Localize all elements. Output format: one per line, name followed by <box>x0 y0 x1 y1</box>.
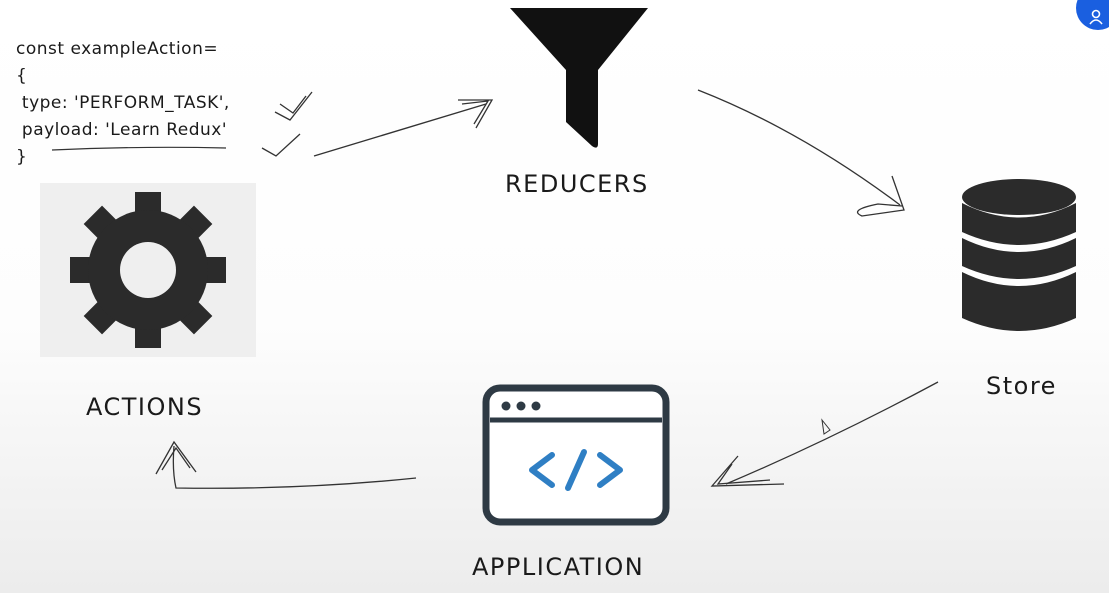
gear-icon <box>70 192 226 348</box>
code-line: type: 'PERFORM_TASK', <box>16 93 230 113</box>
arrow-to-store <box>697 89 905 217</box>
application-label: APPLICATION <box>472 553 645 581</box>
check-mark-icon <box>261 133 301 157</box>
browser-code-icon <box>482 384 670 526</box>
arrow-to-reducers <box>313 99 494 157</box>
arrow-to-actions <box>155 440 417 489</box>
check-mark-icon <box>274 91 313 121</box>
code-line: { <box>16 66 28 86</box>
code-line: payload: 'Learn Redux' <box>16 120 228 140</box>
funnel-icon <box>510 8 648 148</box>
code-line: } <box>16 147 28 167</box>
underline-mark <box>51 146 227 151</box>
action-code-snippet: const exampleAction= { type: 'PERFORM_TA… <box>16 36 230 171</box>
arrow-to-application <box>710 381 939 487</box>
code-line: const exampleAction= <box>16 39 219 59</box>
database-icon <box>962 179 1076 331</box>
reducers-label: REDUCERS <box>505 170 649 198</box>
user-icon <box>1089 9 1103 25</box>
actions-label: ACTIONS <box>86 393 204 421</box>
store-label: Store <box>986 372 1057 400</box>
